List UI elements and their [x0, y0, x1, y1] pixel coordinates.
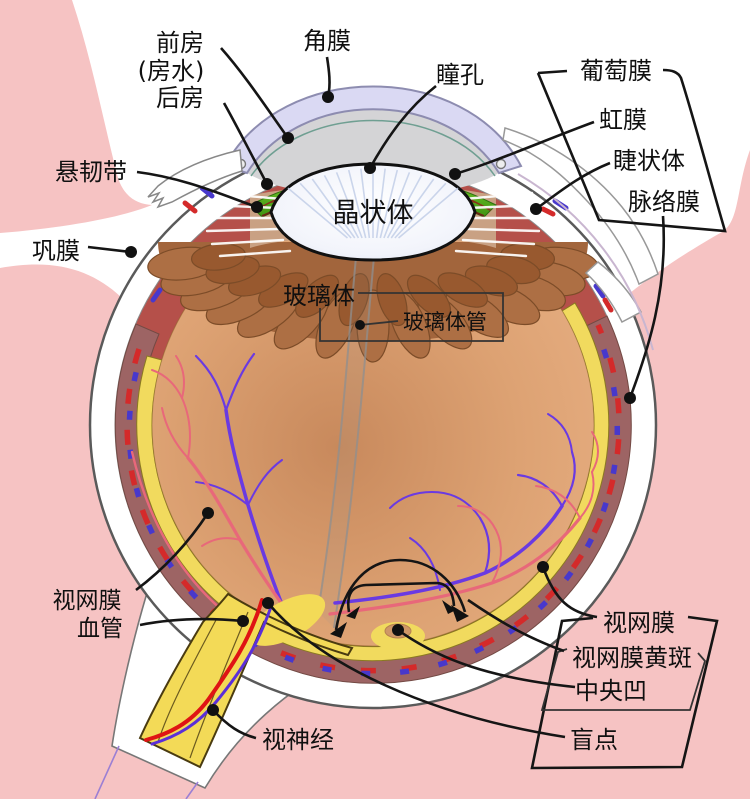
label-retinal-vessels-1: 视网膜: [53, 588, 122, 614]
label-blind-spot: 盲点: [570, 726, 618, 754]
leader-lines: [87, 47, 665, 740]
central-retinal-artery: [144, 598, 264, 742]
lens-fibers: [287, 168, 459, 239]
annotation-boxes: [319, 68, 727, 770]
leader-choroid: [628, 215, 665, 399]
leader-anterior-chamber: [220, 47, 290, 139]
label-zonule: 悬韧带: [55, 158, 127, 186]
label-fovea: 中央凹: [575, 677, 647, 705]
cornea-inner-line: [250, 119, 496, 177]
label-vitreous: 玻璃体: [283, 282, 355, 310]
muscle-right-tendon: [584, 261, 643, 324]
leader-retinal-vessels-2: [139, 617, 244, 627]
label-hyaloid-canal: 玻璃体管: [403, 310, 487, 334]
cornea: [223, 85, 523, 175]
retina-outer-box: [530, 615, 719, 770]
leader-zonule: [136, 170, 258, 209]
hyaloid-canal-fill: [318, 257, 374, 628]
label-ciliary-body: 睫状体: [613, 147, 685, 175]
leader-blind-spot: [267, 602, 566, 739]
zonule-fibers: [203, 191, 543, 258]
ciliary-processes: [147, 243, 599, 363]
macula-span-arcs: [330, 558, 469, 638]
leader-retina: [541, 566, 598, 619]
label-retina: 视网膜: [603, 609, 675, 637]
hyaloid-canal-left: [317, 256, 357, 613]
label-sclera: 巩膜: [32, 237, 80, 265]
background-skin-top-left: [0, 0, 152, 233]
leader-dots: [125, 91, 636, 716]
schlemm-canal-right: [495, 158, 507, 170]
leader-retinal-vessels-1: [135, 512, 210, 592]
leader-iris: [454, 120, 595, 176]
conjunctiva-line: [517, 173, 654, 351]
leader-posterior-chamber: [222, 102, 269, 185]
label-aqueous-humor: (房水): [138, 57, 205, 85]
pia-vessel-left: [94, 745, 120, 799]
label-cornea: 角膜: [303, 27, 351, 55]
muscle-right-band: [502, 127, 659, 286]
uvea-bracket-box: [536, 68, 727, 233]
leader-fovea: [397, 628, 576, 689]
hyaloid-canal-box: [319, 292, 504, 342]
leader-macula: [467, 598, 565, 653]
retinal-vessels-right: [328, 413, 599, 616]
optic-disc: [248, 594, 326, 646]
pia-vessel-right: [185, 781, 199, 799]
leader-pupil: [368, 84, 437, 169]
leader-sclera: [87, 245, 132, 254]
leader-ciliary-body: [535, 161, 611, 211]
leader-hyaloid-canal: [359, 320, 399, 326]
label-macula: 视网膜黄斑: [572, 644, 692, 672]
macula-inner-box: [540, 648, 707, 711]
label-optic-nerve: 视神经: [262, 726, 334, 754]
nerve-fiber-line-1: [157, 619, 217, 743]
central-retinal-vein: [150, 602, 274, 746]
label-uvea: 葡萄膜: [580, 57, 652, 85]
label-posterior-chamber: 后房: [156, 84, 204, 112]
label-choroid: 脉络膜: [628, 188, 700, 216]
label-iris: 虹膜: [599, 106, 647, 134]
muscle-top-left: [147, 149, 243, 209]
label-retinal-vessels-2: 血管: [77, 616, 123, 642]
retinal-vessels-left: [130, 352, 294, 628]
label-pupil: 瞳孔: [436, 61, 484, 89]
label-anterior-chamber: 前房: [156, 29, 204, 57]
label-lens: 晶状体: [333, 198, 414, 229]
